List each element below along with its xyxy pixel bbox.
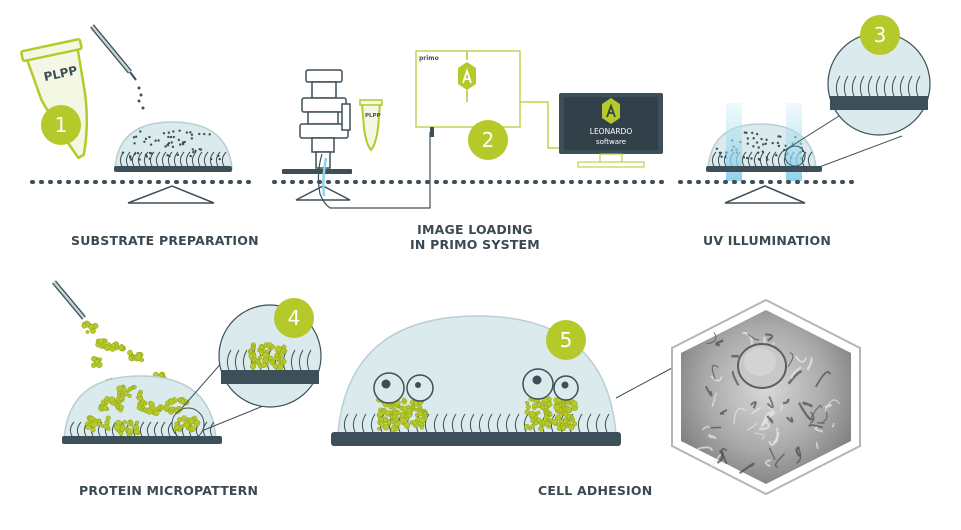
primo-device: primo <box>415 50 521 137</box>
primo-brand-label: primo <box>419 55 439 62</box>
pipette-icon <box>90 24 145 110</box>
step-3-uv-illumination: 3 <box>678 15 931 204</box>
monitor-icon: LEONARDO software <box>559 93 663 168</box>
objective-icon <box>127 185 215 204</box>
step-5-badge: 5 <box>546 320 586 360</box>
step-4-number: 4 <box>288 306 301 330</box>
plpp-tube-label: PLPP <box>42 63 78 84</box>
step-1-number: 1 <box>55 113 68 137</box>
caption-uv-illumination: UV ILLUMINATION <box>703 233 831 248</box>
step-1-substrate-preparation: PLPP 1 <box>20 24 257 204</box>
leonardo-subtitle: software <box>596 138 626 146</box>
uv-beam-right <box>786 103 802 181</box>
plpp-tube-icon: PLPP <box>20 38 89 160</box>
step-5-cell-adhesion: 5 <box>331 298 861 496</box>
step-2-number: 2 <box>482 128 495 152</box>
small-plpp-tube-icon: PLPP <box>359 99 383 152</box>
step-2-image-loading: PLPP primo 2 LE <box>272 50 670 209</box>
adherent-cells <box>373 368 579 404</box>
uv-beam-left <box>726 103 742 181</box>
caption-image-loading: IMAGE LOADING IN PRIMO SYSTEM <box>400 222 550 252</box>
cell-micrograph-hexagon <box>671 298 861 496</box>
small-tube-label: PLPP <box>365 113 381 119</box>
caption-protein-micropattern: PROTEIN MICROPATTERN <box>79 483 259 498</box>
step-4-badge: 4 <box>274 298 314 338</box>
step-1-badge: 1 <box>41 105 81 145</box>
caption-image-loading-line2: IN PRIMO SYSTEM <box>410 237 540 252</box>
substrate-dome <box>114 121 233 172</box>
step-3-badge: 3 <box>860 15 900 55</box>
step-3-number: 3 <box>874 23 887 47</box>
step-5-number: 5 <box>560 328 573 352</box>
leonardo-title: LEONARDO <box>590 127 633 136</box>
microscope-icon <box>299 69 351 169</box>
step-2-badge: 2 <box>468 120 508 160</box>
step-4-protein-micropattern: 4 <box>52 280 322 444</box>
caption-image-loading-line1: IMAGE LOADING <box>417 222 533 237</box>
caption-cell-adhesion: CELL ADHESION <box>538 483 653 498</box>
caption-substrate-preparation: SUBSTRATE PREPARATION <box>71 233 259 248</box>
